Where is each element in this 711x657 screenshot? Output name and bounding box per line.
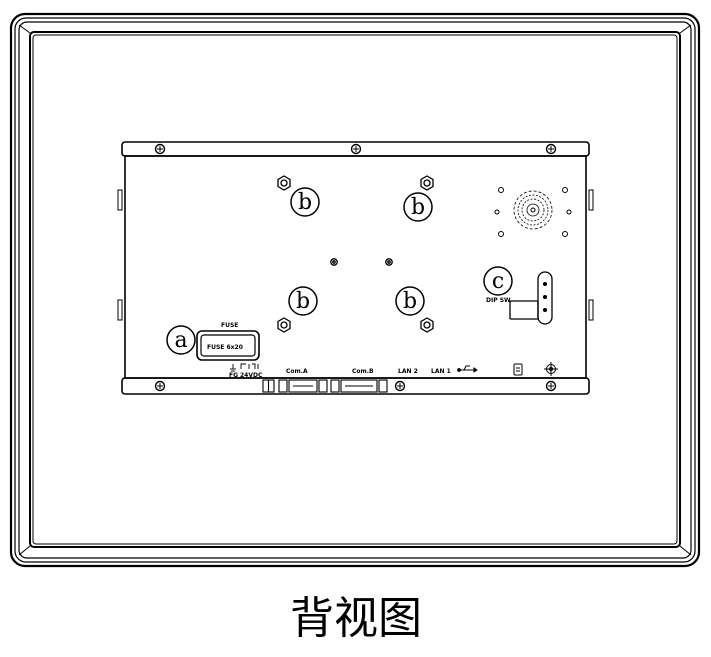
dip-switch [509,271,553,325]
com-a-label: Com.A [286,368,308,375]
callout-c: c [483,266,513,296]
dip-switch-label: DIP SW [486,297,511,304]
rear-housing [117,141,594,395]
fg-label: FG [229,372,238,379]
power-terminal [230,363,259,372]
callout-b-bottom-right: b [395,286,425,316]
mount-nut-top-left [277,175,291,191]
power-connector [262,379,275,393]
power-label: 24VDC [240,372,263,379]
bottom-connectors [262,379,388,393]
callout-c-letter: c [492,269,504,294]
fuse-holder [196,330,260,361]
view-caption: 背视图 [290,593,422,644]
com-b-label: Com.B [352,368,374,375]
callout-a-letter: a [174,328,187,353]
com-a-connector [278,379,328,393]
sd-card-icon [513,363,523,376]
screw-bottom-left [154,380,166,392]
screw-bottom-right [545,380,557,392]
screw-bottom-center [394,380,406,392]
callout-b-top-right: b [403,192,433,222]
mount-nut-bottom-right [420,317,434,333]
fuse-header-label: FUSE [221,322,238,329]
callout-b-letter: b [298,190,312,215]
screw-top-center [350,143,362,155]
ground-target-icon [544,362,558,376]
callout-b-letter: b [296,289,310,314]
fuse-rating-label: FUSE 6x20 [207,344,243,351]
callout-a: a [166,325,196,355]
callout-b-bottom-left: b [288,286,318,316]
mount-nuts [277,175,434,333]
lan2-label: LAN 2 [398,368,418,375]
com-b-connector [330,379,388,393]
housing-screws [154,143,557,392]
callout-b-letter: b [403,289,417,314]
mount-nut-bottom-left [277,317,291,333]
lan1-label: LAN 1 [431,368,451,375]
mount-nut-top-right [420,175,434,191]
center-hole-right [385,258,393,266]
fan-vent [494,187,572,237]
usb-icon [457,365,478,373]
center-hole-left [330,258,338,266]
outer-bezel [9,12,701,568]
screw-top-left [154,143,166,155]
callout-b-letter: b [411,195,425,220]
callout-b-top-left: b [290,187,320,217]
screw-top-right [545,143,557,155]
